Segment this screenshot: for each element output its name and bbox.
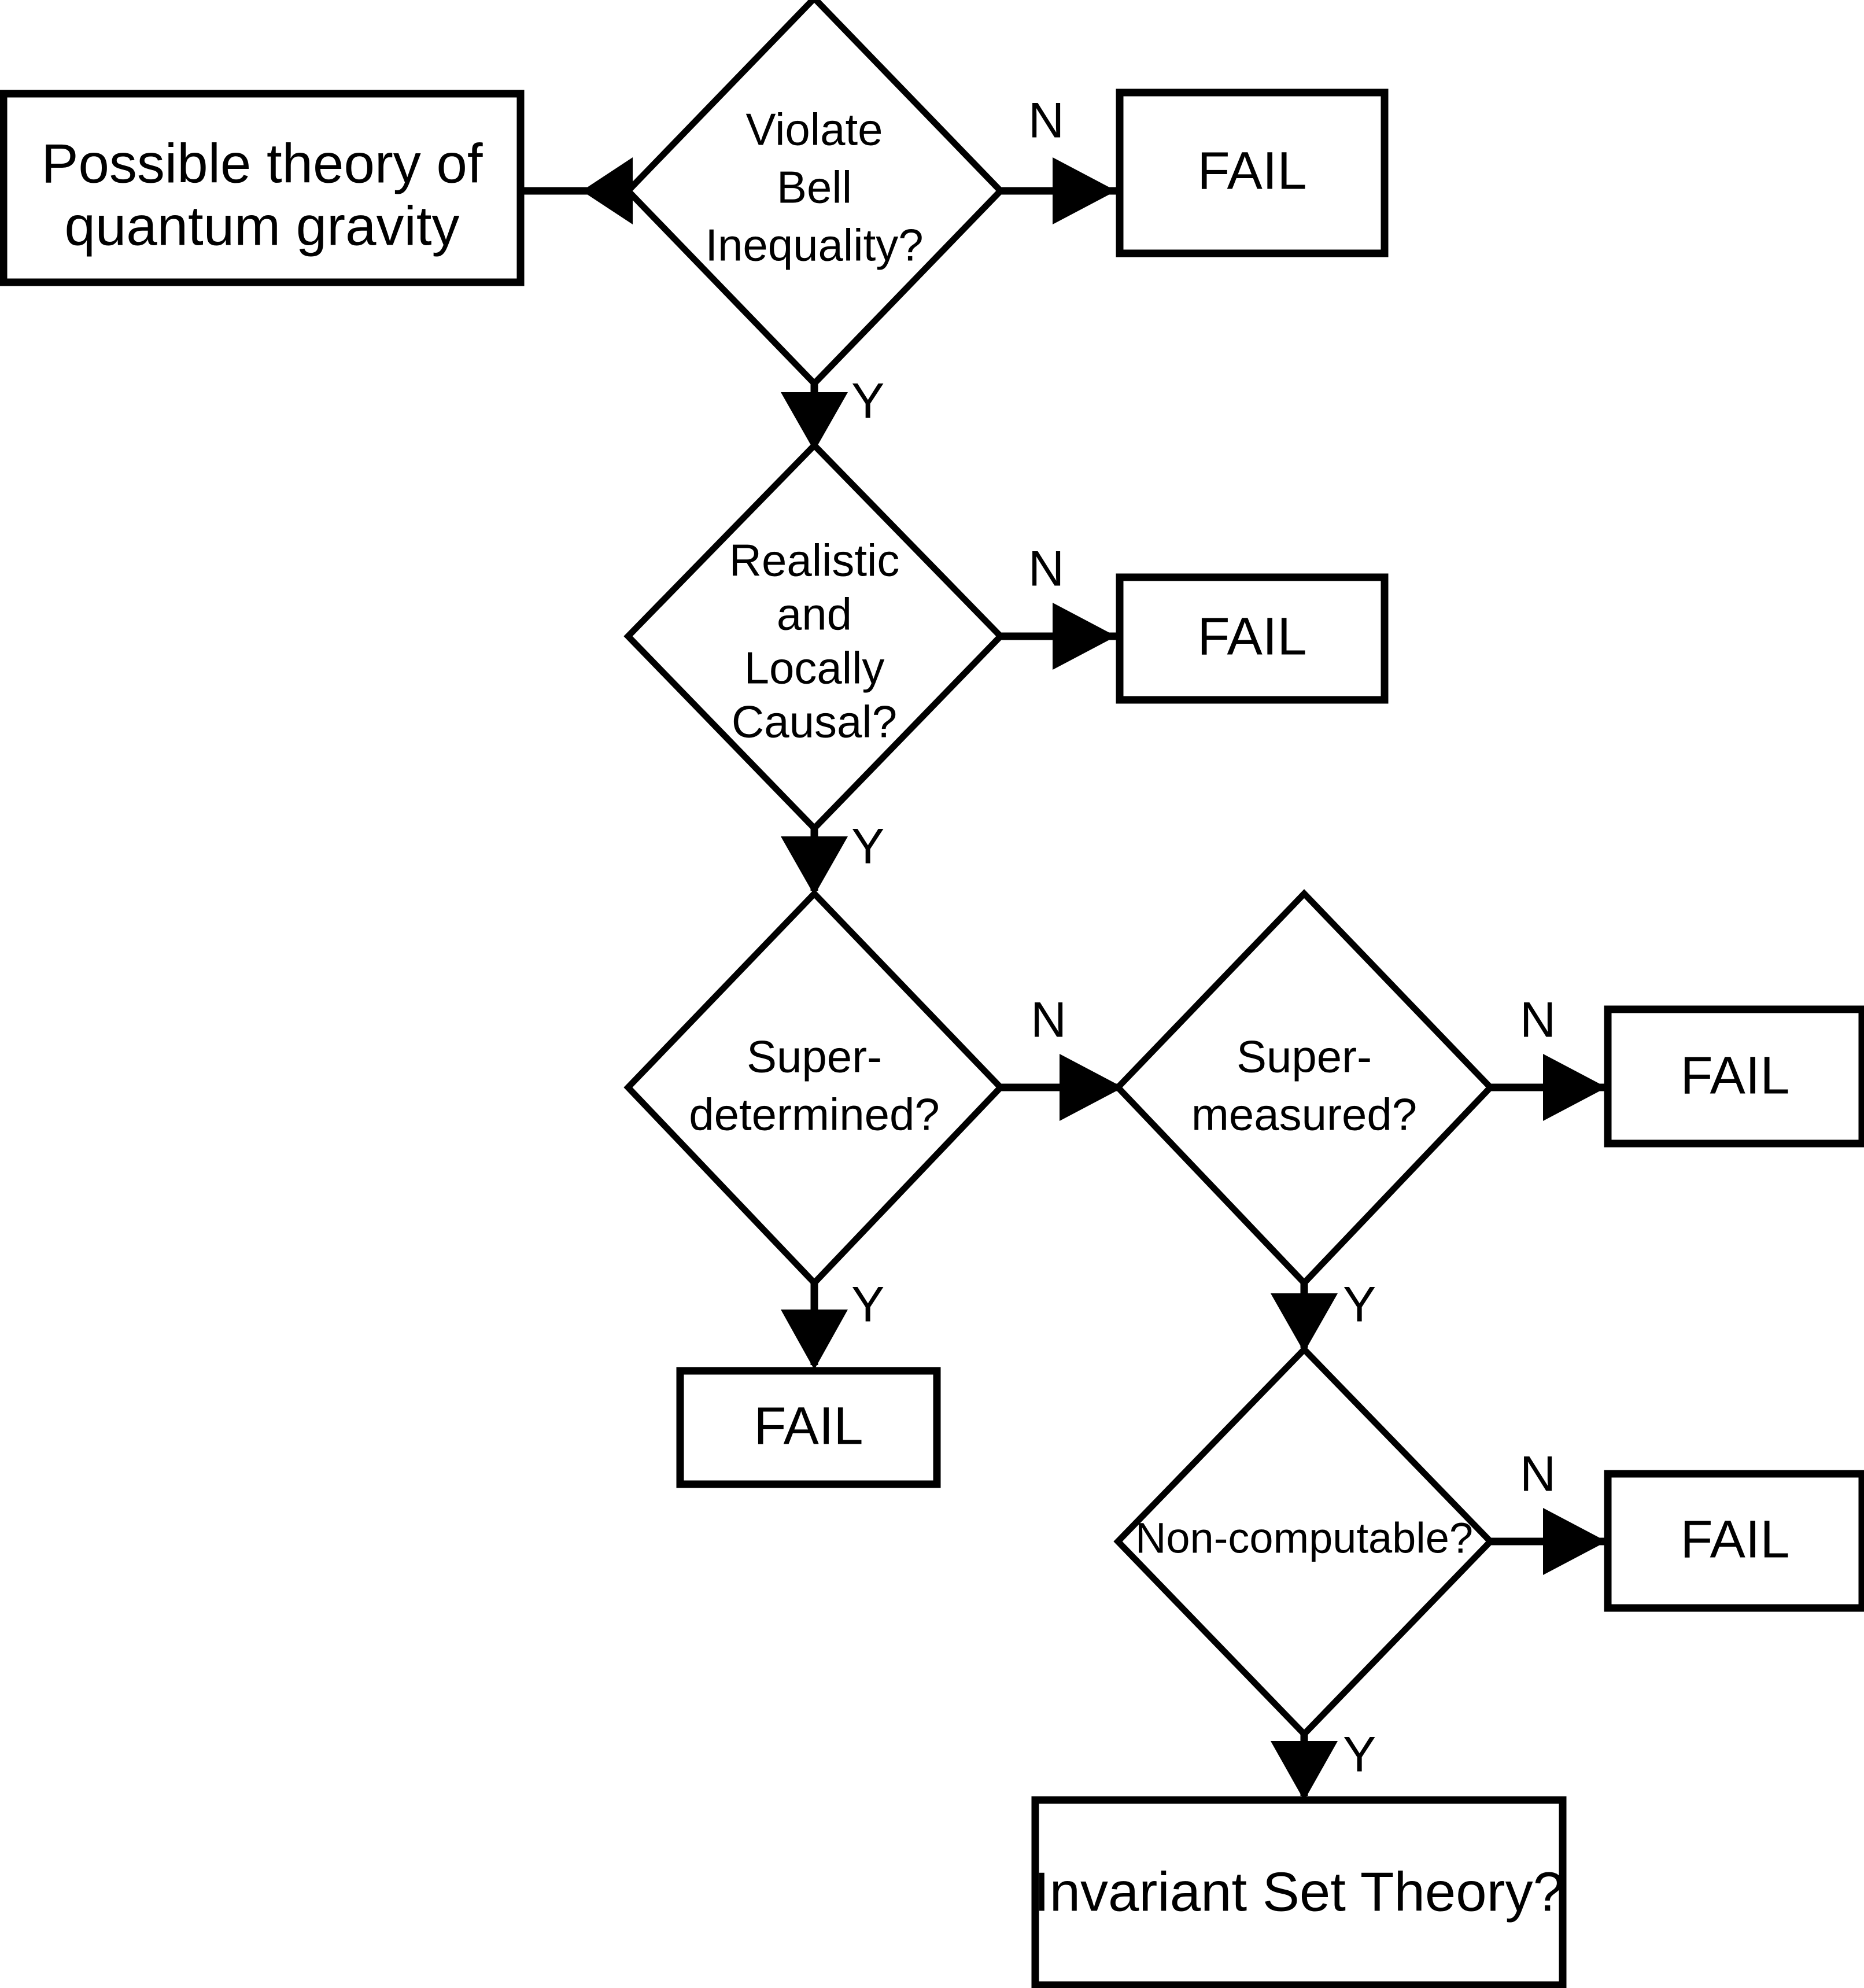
arrowhead-icon <box>1271 1741 1338 1801</box>
edge-violate-bell-yes-to-realistic <box>781 382 848 451</box>
fail-label: FAIL <box>1680 1046 1789 1105</box>
super-measured-label-line1: Super- <box>1236 1031 1372 1082</box>
fail-label: FAIL <box>1197 141 1306 200</box>
edge-realistic-yes-to-superdetermined <box>781 827 848 895</box>
edge-label-superdetermined-yes: Y <box>851 1277 884 1333</box>
arrowhead-icon <box>781 1310 848 1370</box>
node-fail-super-measured[interactable]: FAIL <box>1604 1005 1864 1148</box>
node-fail-non-computable[interactable]: FAIL <box>1604 1470 1864 1612</box>
node-fail-bell[interactable]: FAIL <box>1116 88 1389 257</box>
node-decision-realistic-locally-causal[interactable]: Realistic and Locally Causal? <box>623 441 1005 833</box>
realistic-label-line2: and <box>777 589 852 640</box>
edge-violate-bell-no-to-fail <box>999 157 1116 224</box>
edge-realistic-no-to-fail <box>999 603 1116 670</box>
arrowhead-icon <box>1053 157 1116 224</box>
edge-start-to-violate-bell <box>521 157 643 224</box>
edge-supermeasured-yes-to-noncomputable <box>1271 1281 1338 1352</box>
edge-label-supermeasured-yes: Y <box>1343 1277 1376 1333</box>
edge-label-supermeasured-no: N <box>1520 993 1556 1048</box>
super-determined-label-line2: determined? <box>689 1089 940 1140</box>
arrowhead-icon <box>781 836 848 895</box>
realistic-label-line3: Locally <box>744 643 885 694</box>
fail-label: FAIL <box>754 1396 863 1455</box>
node-fail-super-determined[interactable]: FAIL <box>676 1367 941 1488</box>
edge-label-superdetermined-no: N <box>1031 993 1066 1048</box>
edge-superdetermined-no-to-supermeasured <box>999 1054 1123 1121</box>
result-label: Invariant Set Theory? <box>1034 1861 1564 1923</box>
edge-label-realistic-no: N <box>1028 541 1064 597</box>
super-measured-label-line2: measured? <box>1191 1089 1417 1140</box>
non-computable-label: Non-computable? <box>1135 1514 1473 1562</box>
node-decision-non-computable[interactable]: Non-computable? <box>1113 1345 1495 1739</box>
start-label-line2: quantum gravity <box>64 195 459 257</box>
arrowhead-icon <box>582 157 633 224</box>
edge-noncomputable-yes-to-invariant-set-theory <box>1271 1732 1338 1801</box>
start-label-line1: Possible theory of <box>41 132 482 194</box>
realistic-label-line1: Realistic <box>729 535 900 586</box>
edge-noncomputable-no-to-fail <box>1489 1508 1607 1575</box>
node-decision-super-determined[interactable]: Super- determined? <box>623 889 1005 1288</box>
edge-label-violate-bell-no: N <box>1028 93 1064 149</box>
edge-superdetermined-yes-to-fail <box>781 1281 848 1370</box>
node-start-possible-theory[interactable]: Possible theory of quantum gravity <box>0 90 525 286</box>
arrowhead-icon <box>1271 1293 1338 1352</box>
realistic-label-line4: Causal? <box>732 696 897 747</box>
edge-label-noncomputable-yes: Y <box>1343 1727 1376 1783</box>
fail-label: FAIL <box>1197 607 1306 666</box>
node-fail-realistic[interactable]: FAIL <box>1116 573 1389 704</box>
violate-bell-label-line3: Inequality? <box>705 220 923 271</box>
node-decision-super-measured[interactable]: Super- measured? <box>1113 889 1495 1288</box>
arrowhead-icon <box>1060 1054 1123 1121</box>
edge-label-realistic-yes: Y <box>851 819 884 875</box>
arrowhead-icon <box>781 392 848 451</box>
violate-bell-label-line2: Bell <box>777 162 852 213</box>
edge-label-violate-bell-yes: Y <box>851 374 884 429</box>
fail-label: FAIL <box>1680 1510 1789 1569</box>
super-determined-label-line1: Super- <box>747 1031 882 1082</box>
arrowhead-icon <box>1053 603 1116 670</box>
arrowhead-icon <box>1543 1508 1607 1575</box>
violate-bell-label-line1: Violate <box>745 104 883 155</box>
node-decision-violate-bell-inequality[interactable]: Violate Bell Inequality? <box>623 0 1005 388</box>
arrowhead-icon <box>1543 1054 1607 1121</box>
edge-supermeasured-no-to-fail <box>1489 1054 1607 1121</box>
node-result-invariant-set-theory[interactable]: Invariant Set Theory? <box>1031 1796 1567 1988</box>
edge-label-noncomputable-no: N <box>1520 1447 1556 1502</box>
